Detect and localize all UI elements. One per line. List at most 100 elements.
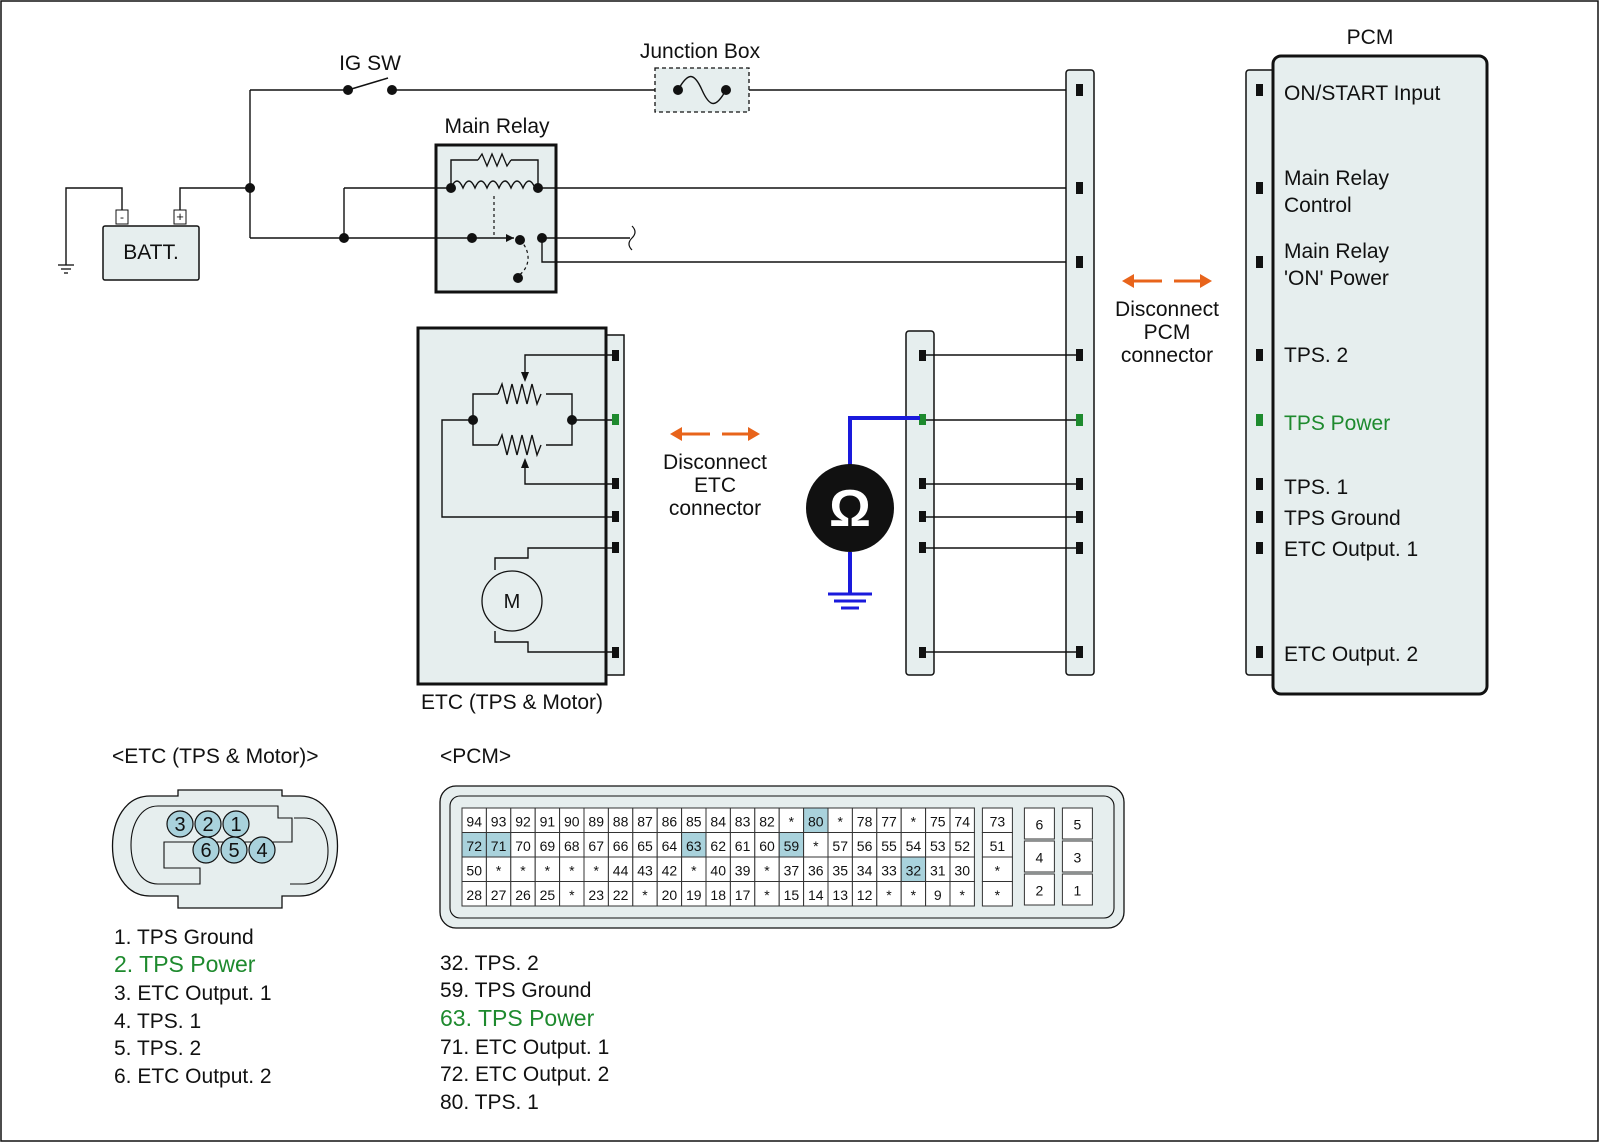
pcm-pin-number: * (691, 862, 697, 878)
splice-dot (245, 183, 255, 193)
etc-pin-number: 4 (256, 840, 267, 862)
pcm-pin-number: 64 (662, 838, 678, 854)
pcm-pin-number: 89 (588, 813, 604, 829)
disconnect-etc-line3: connector (669, 497, 761, 520)
pcm-pin-number: * (911, 887, 917, 903)
pcm-pin-number: 59 (784, 838, 800, 854)
pcm-pin-number: * (959, 887, 965, 903)
pcm-pin-number: 92 (515, 813, 531, 829)
pcm-pin-number: 94 (466, 813, 482, 829)
etc-legend-item-tps-power: 2. TPS Power (114, 951, 256, 977)
pcm-pin-number: 32 (906, 862, 922, 878)
main-relay-on-power-wire (541, 238, 1076, 263)
pcm-pin-labels: ON/START Input Main Relay Control Main R… (1284, 82, 1441, 666)
pcm-pin-cell (754, 881, 780, 907)
etc-legend-item: 1. TPS Ground (114, 926, 254, 949)
wire-break-icon (628, 225, 636, 251)
ohm-symbol: Ω (829, 480, 871, 538)
ig-sw-label: IG SW (339, 52, 401, 75)
pcm-pin-label: ETC Output. 2 (1284, 643, 1418, 666)
pcm-pin-number: 83 (735, 813, 751, 829)
pcm-harness-connector-strip (1065, 69, 1095, 676)
pcm-pin-number: 43 (637, 862, 653, 878)
pcm-pin-number: 42 (662, 862, 678, 878)
harness-connector-strip (905, 330, 935, 676)
pcm-pin-number: * (813, 838, 819, 854)
pcm-pin-number: 67 (588, 838, 604, 854)
pcm-pin-cell (981, 832, 1013, 858)
pcm-pin-label-tps-power: TPS Power (1284, 412, 1390, 435)
pcm-pin-number: 56 (857, 838, 873, 854)
battery-ground-wire (65, 187, 123, 265)
pcm-pin-number: 22 (613, 887, 629, 903)
etc-label: ETC (TPS & Motor) (421, 691, 603, 714)
pcm-pin-cell (1023, 840, 1055, 873)
pcm-pin-cell (1023, 807, 1055, 840)
pcm-pin-number: 61 (735, 838, 751, 854)
pcm-pin-number: * (642, 887, 648, 903)
pcm-pin-cell (705, 832, 731, 858)
pcm-pins (1256, 84, 1263, 658)
etc-pin-cell (192, 836, 220, 864)
pcm-pin-number: 65 (637, 838, 653, 854)
pcm-pin-number: 69 (540, 838, 556, 854)
pcm-pin-cell (925, 807, 951, 833)
ground-icon (58, 264, 74, 274)
pcm-pin-cell (632, 881, 658, 907)
pcm-pin-number: 25 (540, 887, 556, 903)
pcm-pin-cell (981, 807, 1013, 833)
pcm-pin-number: 60 (759, 838, 775, 854)
pcm-pin-number: 85 (686, 813, 702, 829)
pcm-pin-number: 30 (954, 862, 970, 878)
etc-module: M (416, 326, 625, 686)
junction-box-label: Junction Box (640, 40, 761, 63)
disconnect-pcm-line1: Disconnect (1115, 298, 1219, 321)
pcm-pin-cell (949, 856, 975, 882)
pcm-pin-number: 90 (564, 813, 580, 829)
harness-strip-pins (919, 350, 926, 658)
pcm-pin-cell (827, 881, 853, 907)
pcm-pin-cell (461, 881, 487, 907)
battery-positive-terminal: + (176, 209, 184, 224)
pcm-pin-cell (778, 881, 805, 907)
pcm-pin-label: ON/START Input (1284, 82, 1441, 105)
pcm-pin-number: 37 (784, 862, 800, 878)
pcm-pin-number: * (764, 862, 770, 878)
pcm-pin-number: 19 (686, 887, 702, 903)
pcm-pin-number: 78 (857, 813, 873, 829)
pcm-pin-cell (583, 881, 609, 907)
motor-symbol: M (504, 591, 521, 613)
pcm-pin-number: 23 (588, 887, 604, 903)
etc-legend-item: 5. TPS. 2 (114, 1037, 201, 1060)
etc-connector-pins (612, 350, 619, 658)
pcm-pin-number: 6 (1036, 817, 1044, 833)
pcm-pin-number: 33 (881, 862, 897, 878)
pcm-pin-cell (949, 881, 975, 907)
pcm-pin-number: * (520, 862, 526, 878)
pcm-pin-number: 57 (832, 838, 848, 854)
pcm-pin-number: 17 (735, 887, 751, 903)
pcm-pin-number: 63 (686, 838, 702, 854)
pcm-pin-number: 86 (662, 813, 678, 829)
main-relay-label: Main Relay (444, 115, 550, 138)
pcm-pin-number: 20 (662, 887, 678, 903)
pcm-pin-number: 3 (1074, 850, 1082, 866)
pcm-pin-number: * (545, 862, 551, 878)
pcm-pin-number: 4 (1036, 850, 1044, 866)
pcm-pin-number: 93 (491, 813, 507, 829)
pcm-pin-number: 39 (735, 862, 751, 878)
battery-negative-terminal: - (120, 210, 124, 224)
harness-wires (920, 354, 1080, 653)
pcm-pin-number: 84 (710, 813, 726, 829)
disconnect-pcm-line2: PCM (1144, 321, 1191, 344)
pcm-pin-cell (827, 856, 853, 882)
etc-pin-cell (166, 810, 194, 838)
etc-connector-title: <ETC (TPS & Motor)> (112, 745, 319, 768)
pcm-pin-cell (461, 832, 487, 858)
pcm-pin-number: 14 (808, 887, 824, 903)
motor-icon (481, 570, 543, 632)
